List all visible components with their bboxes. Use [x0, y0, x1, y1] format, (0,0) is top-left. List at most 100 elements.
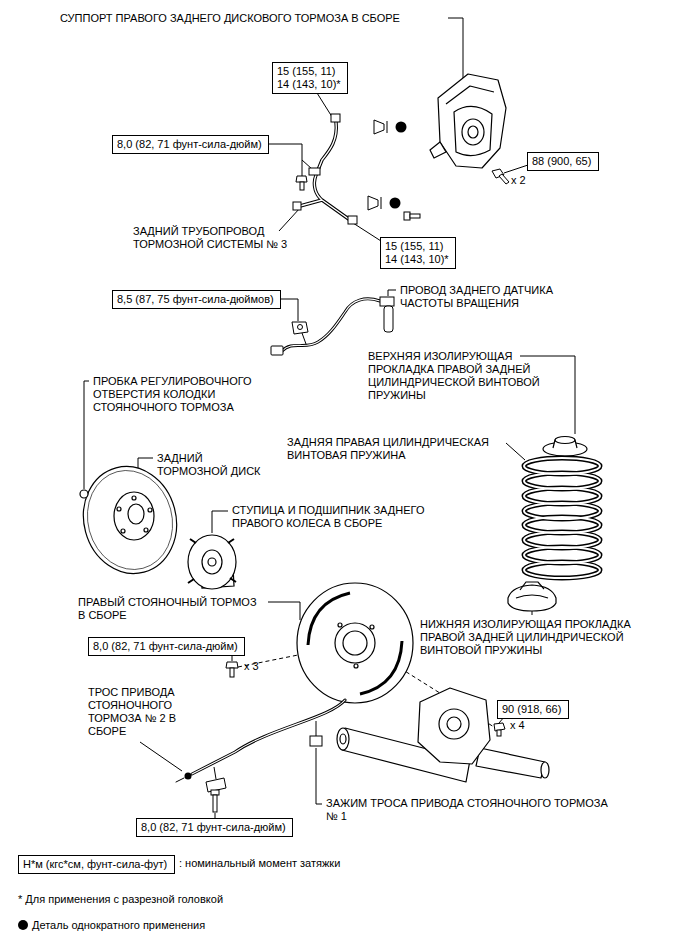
cable-bracket	[211, 790, 219, 795]
torque-box: 8,0 (82, 71 фунт-сила-дюйм)	[112, 135, 269, 154]
speed-sensor-wire	[282, 299, 380, 351]
lower-insulator	[516, 595, 548, 598]
gasket	[368, 196, 378, 210]
coil-spring	[524, 562, 600, 578]
adjusting-hole-plug	[80, 490, 88, 498]
brake-caliper	[430, 142, 446, 158]
speed-sensor	[298, 325, 303, 330]
parking-brake-cable	[176, 700, 345, 782]
parking-brake	[370, 625, 374, 629]
single-use-mark	[390, 198, 401, 209]
axle-carrier	[337, 728, 349, 750]
legend-text: Деталь однократного применения	[32, 919, 205, 931]
bolt	[296, 176, 307, 182]
parking-brake	[338, 623, 342, 627]
leader-line	[212, 511, 228, 533]
part-name: СТУПИЦА И ПОДШИПНИК ЗАДНЕГО ПРАВОГО КОЛЕ…	[232, 504, 462, 530]
part-name: ПРАВЫЙ СТОЯНОЧНЫЙ ТОРМОЗ В СБОРЕ	[78, 596, 264, 622]
parking-brake	[335, 623, 375, 663]
pipe-fitting	[293, 114, 357, 224]
coil-spring	[524, 488, 600, 504]
bolt	[499, 174, 509, 184]
cable-end	[185, 773, 192, 780]
speed-sensor-wire	[282, 299, 380, 351]
torque-value: 14 (143, 10)*	[385, 253, 449, 266]
quantity-label: x 4	[510, 719, 525, 732]
torque-value: Н*м (кгс*см, фунт-сила-фут)	[23, 858, 167, 871]
brake-disc	[114, 492, 154, 540]
cable-end	[185, 773, 192, 780]
coil-spring	[524, 562, 600, 578]
torque-box: 8,5 (87, 75 фунт-сила-дюймов)	[112, 290, 281, 309]
axle-carrier	[447, 717, 461, 731]
speed-sensor	[380, 297, 394, 306]
part-name: ЗАДНЯЯ ПРАВАЯ ЦИЛИНДРИЧЕСКАЯ ВИНТОВАЯ ПР…	[287, 436, 517, 462]
hub-bearing	[188, 535, 236, 589]
cable-bracket	[214, 767, 216, 779]
part-name: ЗАДНИЙ ТОРМОЗНОЙ ДИСК	[157, 452, 269, 478]
axle-carrier	[340, 734, 346, 744]
leader-line	[316, 748, 322, 804]
torque-value: 8,0 (82, 71 фунт-сила-дюйм)	[141, 821, 286, 834]
legend-entry: Деталь однократного применения	[18, 919, 205, 932]
part-name: НИЖНЯЯ ИЗОЛИРУЮЩАЯ ПРОКЛАДКА ПРАВОЙ ЗАДН…	[420, 618, 660, 657]
upper-insulator	[555, 437, 575, 444]
cable-bracket	[213, 795, 217, 812]
torque-value: 15 (155, 11)	[385, 240, 444, 253]
bolt	[226, 662, 238, 668]
torque-box: 8,0 (82, 71 фунт-сила-дюйм)	[88, 637, 245, 656]
torque-value: 8,0 (82, 71 фунт-сила-дюйм)	[117, 138, 262, 151]
torque-box: 90 (918, 66)	[497, 700, 569, 719]
brake-caliper	[430, 74, 506, 168]
footnote: * Для применения с разрезной головкой	[18, 893, 223, 906]
pipe-fitting	[331, 114, 340, 122]
speed-sensor	[271, 346, 283, 355]
pipe-fitting	[293, 202, 301, 210]
torque-box: 88 (900, 65)	[527, 152, 599, 171]
coil-spring	[524, 547, 600, 563]
cable-clamp	[310, 736, 322, 746]
axle-carrier	[439, 709, 469, 739]
brake-disc	[148, 508, 152, 512]
torque-value: 90 (918, 66)	[502, 703, 561, 716]
brake-disc	[76, 461, 183, 579]
quantity-label: x 3	[244, 660, 259, 673]
parking-brake	[343, 631, 367, 655]
brake-caliper	[446, 86, 494, 104]
brake-caliper	[468, 126, 478, 138]
lower-insulator	[508, 582, 556, 611]
torque-value: 88 (900, 65)	[532, 155, 591, 168]
gasket	[381, 197, 382, 209]
cable-clamp	[310, 721, 322, 746]
gasket	[387, 121, 388, 133]
brake-disc	[117, 507, 121, 511]
part-name: СУППОРТ ПРАВОГО ЗАДНЕГО ДИСКОВОГО ТОРМОЗ…	[60, 12, 400, 25]
parking-brake-cable	[192, 700, 345, 774]
leader-line	[84, 18, 575, 826]
union-bolt	[404, 212, 420, 220]
gasket	[374, 120, 384, 134]
legend-note: : номинальный момент затяжки	[179, 857, 340, 870]
brake-caliper	[462, 119, 484, 145]
speed-sensor-wire	[282, 299, 380, 351]
parking-brake-cable	[176, 778, 184, 782]
torque-value: 8,0 (82, 71 фунт-сила-дюйм)	[93, 640, 238, 653]
lower-insulator	[520, 582, 544, 590]
single-use-mark	[396, 122, 407, 133]
lower-insulator	[508, 585, 556, 611]
brake-caliper	[454, 106, 492, 155]
torque-value: 14 (143, 10)*	[277, 78, 341, 91]
brake-caliper	[438, 74, 506, 168]
brake-disc	[144, 528, 148, 532]
speed-sensor	[271, 297, 394, 355]
bolt	[300, 182, 304, 190]
speed-sensor-wire	[302, 333, 306, 344]
union-bolt	[404, 212, 410, 220]
leader-line	[279, 208, 300, 231]
bolt	[230, 668, 234, 677]
torque-box: 8,0 (82, 71 фунт-сила-дюйм)	[136, 818, 293, 837]
hub-bearing	[188, 539, 236, 583]
leader-line	[388, 290, 396, 296]
parking-brake	[297, 583, 413, 703]
